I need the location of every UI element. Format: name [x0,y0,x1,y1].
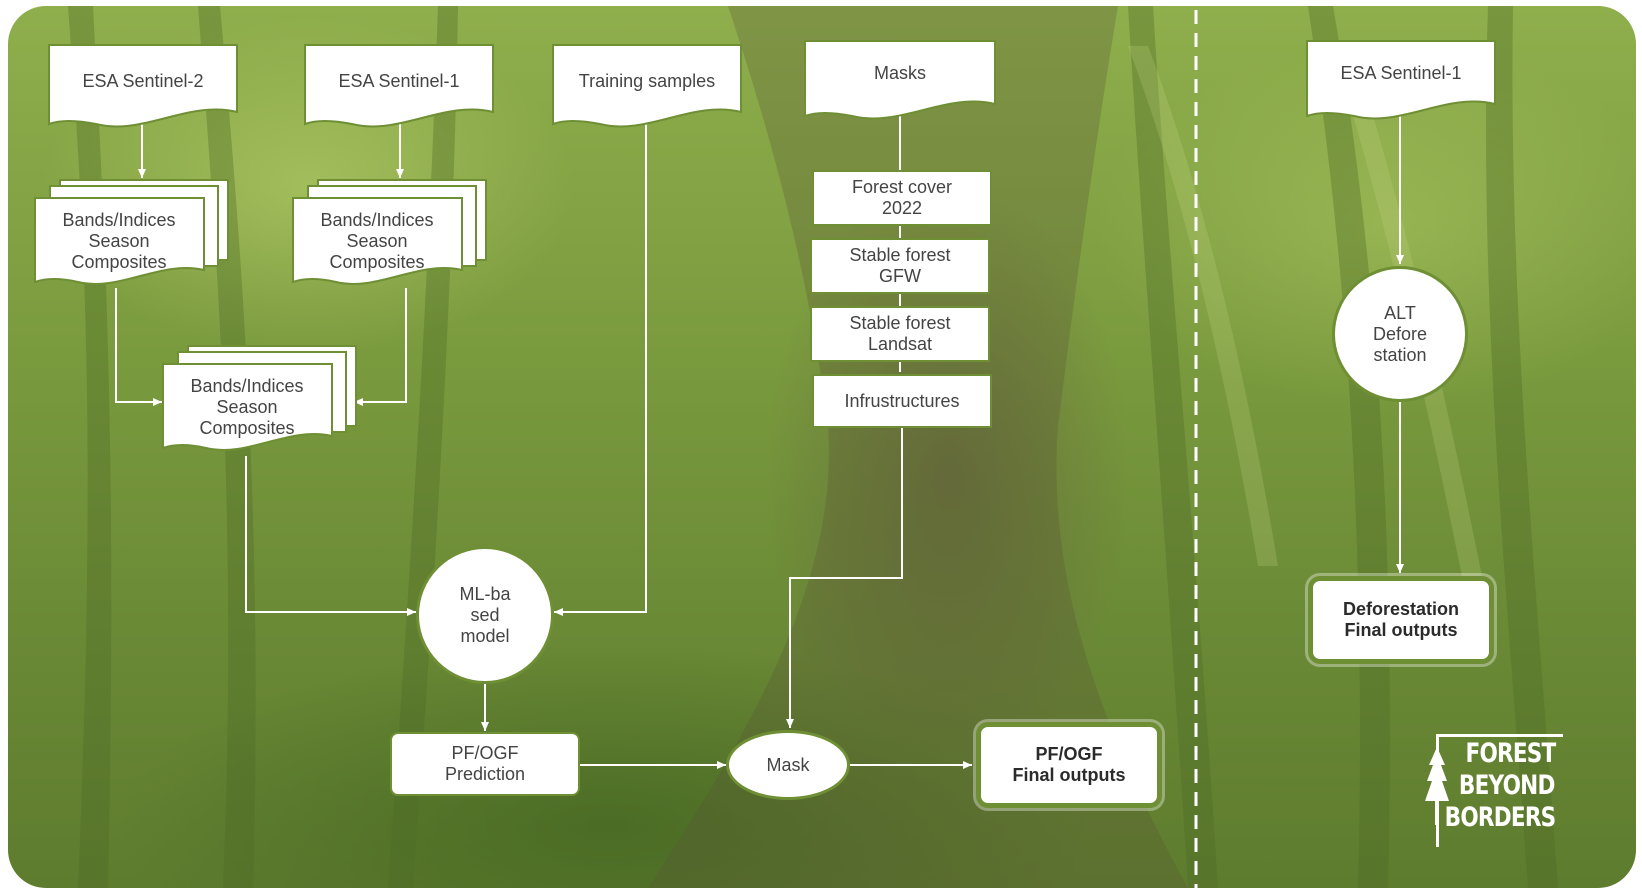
mask-infrastructures: Infrustructures [812,374,992,428]
mask-line: Stable forest [849,313,951,333]
source-esa-sentinel-1-right: ESA Sentinel-1 [1306,40,1496,122]
connector-left-composites-to-merged [115,288,162,406]
composites-label: Bands/Indices Season Composites [292,210,462,273]
defo-line: Final outputs [1344,620,1458,640]
source-training-samples: Training samples [552,44,742,130]
final-line: PF/OGF [1035,744,1103,764]
logo-line-3: BORDERS [1444,802,1556,833]
composites-line: Composites [199,418,295,438]
composites-stack-left: Bands/Indices Season Composites [34,178,230,296]
source-label: Training samples [578,70,716,91]
pf-ogf-prediction: PF/OGF Prediction [390,732,580,796]
composites-line: Season [88,231,150,251]
composites-line: Season [346,231,408,251]
source-masks: Masks [804,40,996,122]
composites-line: Season [216,397,278,417]
composites-line: Bands/Indices [190,376,304,396]
connector-right-composites-to-merged [354,288,407,406]
forest-beyond-borders-logo: FOREST BEYOND BORDERS [1425,734,1563,847]
source-label: ESA Sentinel-1 [338,70,460,91]
composites-label: Bands/Indices Season Composites [162,376,332,439]
mask-forest-cover-2022: Forest cover 2022 [812,170,992,226]
source-label: ESA Sentinel-1 [1340,62,1462,83]
diagram-panel: ESA Sentinel-2 ESA Sentinel-1 Training s… [8,6,1636,888]
prediction-line: Prediction [444,764,526,784]
prediction-line: PF/OGF [451,743,519,763]
alt-line: ALT [1384,302,1416,323]
logo-line-2: BEYOND [1459,770,1555,801]
mask-line: Landsat [867,334,933,354]
model-line: model [460,625,510,646]
mask-line: Forest cover [851,177,953,197]
deforestation-final-outputs: Deforestation Final outputs [1308,576,1494,664]
defo-line: Deforestation [1342,599,1459,619]
source-label: Masks [873,62,926,83]
mask-stable-forest-landsat: Stable forest Landsat [810,306,990,362]
model-line: ML-ba [459,583,511,604]
composites-stack-right: Bands/Indices Season Composites [292,178,488,296]
mask-label: Mask [766,754,810,775]
composites-line: Composites [329,252,425,272]
composites-stack-merged: Bands/Indices Season Composites [162,344,358,462]
alt-line: Defore [1372,323,1428,344]
model-line: sed [470,604,500,625]
ml-based-model: ML-ba sed model [416,546,554,684]
mask-line: Infrustructures [844,390,960,411]
mask-line: Stable forest [849,245,951,265]
connector-masks-to-mask [786,426,903,728]
composites-line: Bands/Indices [320,210,434,230]
composites-line: Bands/Indices [62,210,176,230]
mask-step: Mask [726,730,850,800]
source-label: ESA Sentinel-2 [82,70,204,91]
source-esa-sentinel-1: ESA Sentinel-1 [304,44,494,130]
mask-line: GFW [879,266,921,286]
composites-line: Composites [71,252,167,272]
final-line: Final outputs [1012,765,1126,785]
tree-icon [1425,747,1449,825]
composites-label: Bands/Indices Season Composites [34,210,204,273]
connector-training-to-model [554,124,647,616]
logo-line-1: FOREST [1465,738,1556,769]
alt-deforestation: ALT Defore station [1332,266,1468,402]
mask-stable-forest-gfw: Stable forest GFW [810,238,990,294]
pf-ogf-final-outputs: PF/OGF Final outputs [976,722,1162,808]
mask-line: 2022 [881,198,923,218]
connector-merged-to-model [245,456,416,616]
source-esa-sentinel-2: ESA Sentinel-2 [48,44,238,130]
connectors [115,10,1404,888]
alt-line: station [1373,344,1427,365]
